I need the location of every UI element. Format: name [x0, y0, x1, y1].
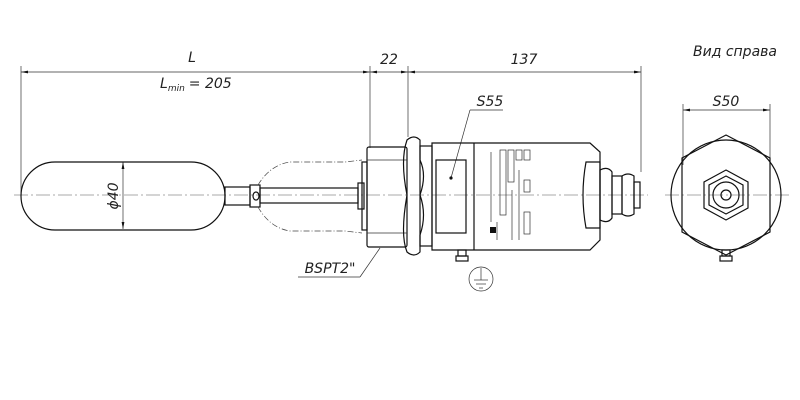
dim-hex-s55: S55: [477, 94, 504, 110]
right-view-title: Вид справа: [693, 44, 777, 60]
float-phantom-position: [257, 159, 363, 234]
body-end: [582, 161, 601, 229]
dim-body-length: 137: [511, 52, 538, 68]
float-neck: [224, 186, 251, 206]
rod: [259, 187, 359, 204]
cable-gland: [599, 167, 641, 223]
dim-length-min: Lmin= 205: [160, 76, 232, 94]
rod-pin: [252, 191, 260, 201]
nameplate: [490, 149, 531, 240]
sensor-body: [431, 142, 601, 251]
threaded-fitting: [366, 146, 408, 248]
extension-lines: [20, 66, 771, 195]
rod-flange: [357, 182, 365, 210]
float: [20, 161, 226, 231]
dim-thread-length: 22: [380, 52, 398, 68]
dim-length-label: L: [188, 50, 196, 66]
hex-s55: [435, 159, 467, 234]
dim-hex-s50: S50: [713, 94, 740, 110]
dim-float-diameter: ϕ40: [106, 182, 122, 209]
ground-screw: [455, 249, 469, 262]
dim-thread: BSPT2": [305, 261, 356, 277]
dimension-lines: [21, 70, 770, 278]
right-view: [670, 134, 782, 262]
ground-symbol: [468, 266, 494, 292]
